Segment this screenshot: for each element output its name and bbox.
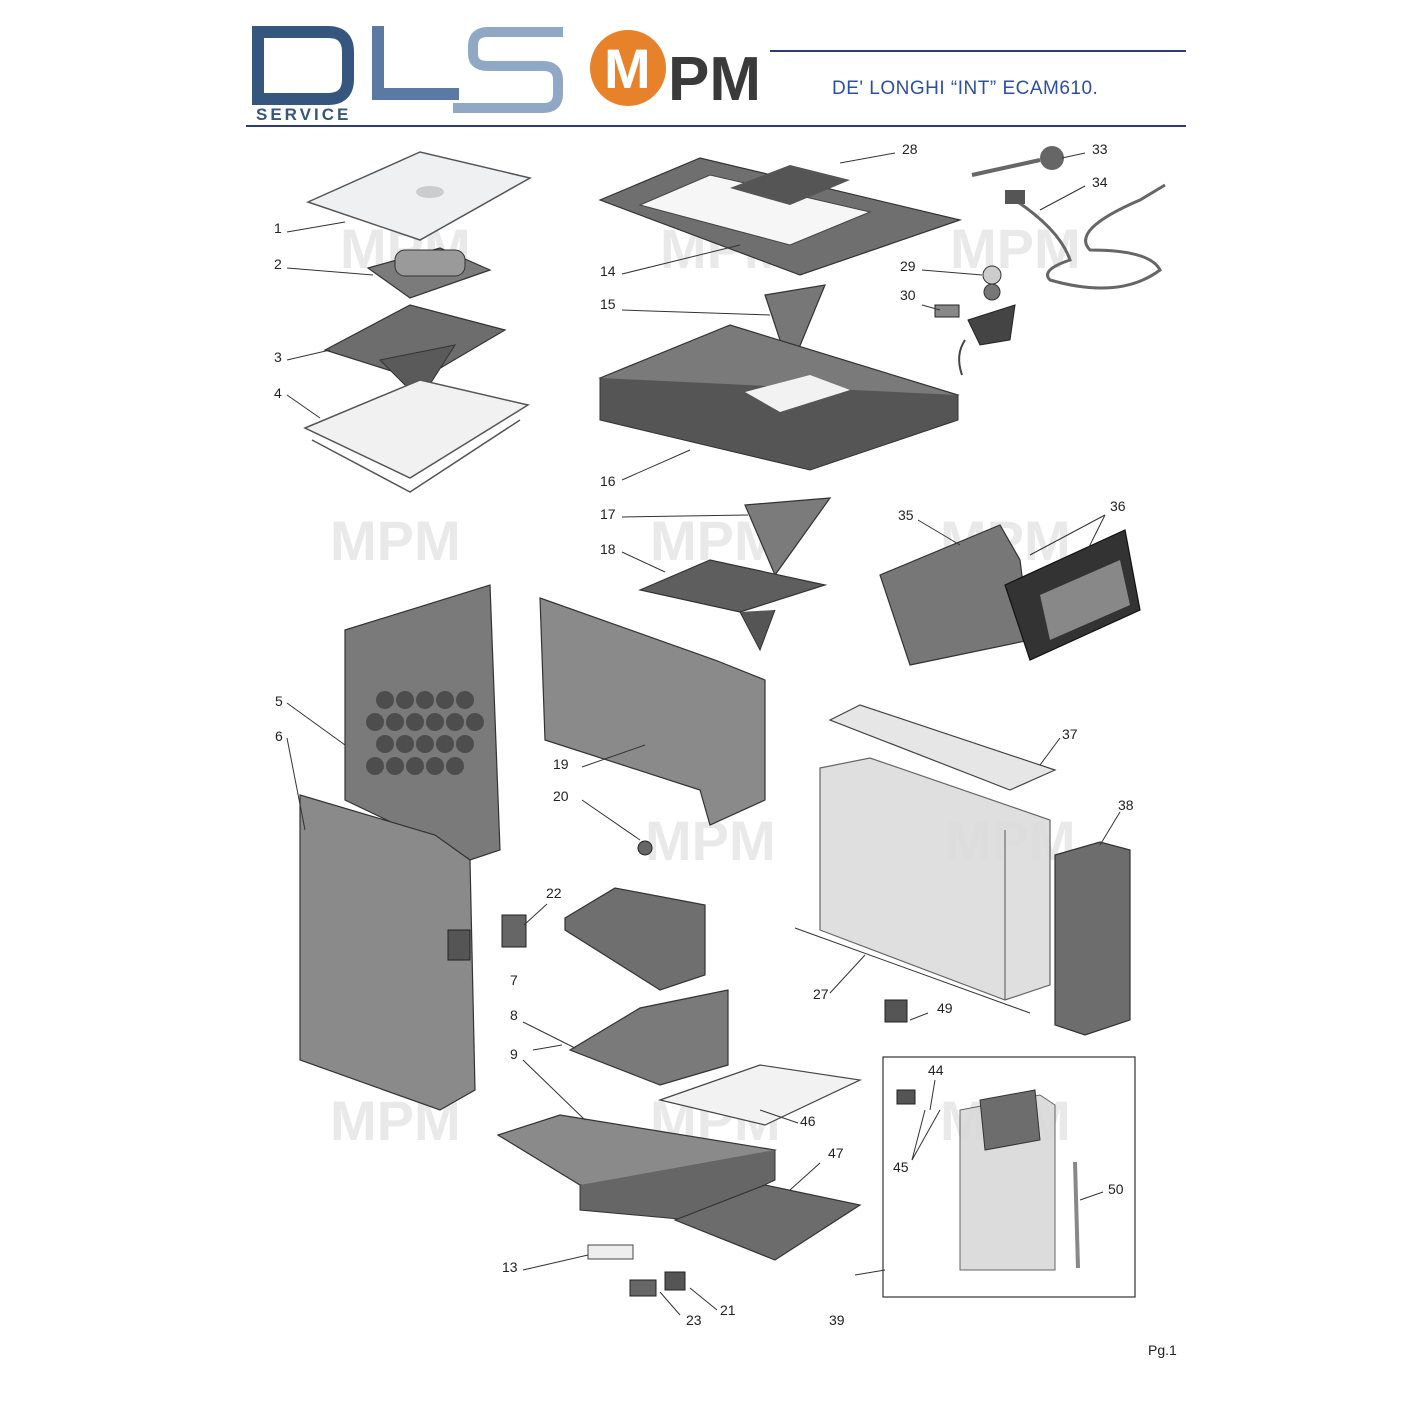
part-label-28: 28 (902, 141, 918, 157)
part-28-top-cover (598, 157, 963, 276)
header-rule-bottom (246, 125, 1186, 127)
tank-bracket-line (794, 927, 1031, 1014)
part-15-funnel (764, 284, 826, 372)
part-label-13: 13 (502, 1259, 518, 1275)
part-label-29: 29 (900, 258, 916, 274)
part-7-dregs-drawer (564, 887, 706, 991)
part-16-base-frame (598, 324, 960, 471)
part-35-control-frame (879, 524, 1031, 666)
part-label-4: 4 (274, 385, 282, 401)
part-label-8: 8 (510, 1007, 518, 1023)
part-22-clip (501, 914, 527, 948)
part-label-36: 36 (1110, 498, 1126, 514)
part-label-37: 37 (1062, 726, 1078, 742)
part-13-float (587, 1244, 634, 1260)
part-46-cup-grid (657, 1064, 863, 1126)
part-label-14: 14 (600, 263, 616, 279)
page-number: Pg.1 (1148, 1342, 1177, 1358)
part-label-45: 45 (893, 1159, 909, 1175)
part-label-39: 39 (829, 1312, 845, 1328)
part-18-chute-plate (638, 559, 828, 652)
part-label-27: 27 (813, 986, 829, 1002)
part-34-power-cord (1005, 183, 1166, 290)
watermark: MPM (950, 217, 1081, 280)
part-label-21: 21 (720, 1302, 736, 1318)
part-label-16: 16 (600, 473, 616, 489)
part-38-tank-cover (1054, 841, 1131, 1036)
part-5-side-panel-inner (344, 584, 501, 861)
part-label-33: 33 (1092, 141, 1108, 157)
part-label-38: 38 (1118, 797, 1134, 813)
part-label-5: 5 (275, 693, 283, 709)
logo-mpm-rest: PM (668, 45, 761, 108)
part-label-20: 20 (553, 788, 569, 804)
part-label-18: 18 (600, 541, 616, 557)
part-33-measuring-scoop (971, 146, 1064, 177)
milk-jug-inset (882, 1056, 1136, 1298)
part-label-30: 30 (900, 287, 916, 303)
part-6-side-panel-outer (299, 794, 476, 1111)
part-label-17: 17 (600, 506, 616, 522)
part-49-valve (884, 999, 908, 1023)
part-29-knob (982, 265, 1002, 301)
part-label-35: 35 (898, 507, 914, 523)
part-label-50: 50 (1108, 1181, 1124, 1197)
part-4-hopper-base (303, 379, 530, 493)
part-label-2: 2 (274, 256, 282, 272)
part-label-6: 6 (275, 728, 283, 744)
part-17-chute (744, 497, 832, 577)
part-label-1: 1 (274, 220, 282, 236)
part-1-lid (305, 151, 533, 241)
part-label-3: 3 (274, 349, 282, 365)
logo-mpm-letter: M (604, 37, 651, 100)
part-23-clip (629, 1279, 657, 1297)
logo-service-text: SERVICE (256, 105, 351, 124)
mpm-logo: M PM (590, 30, 761, 108)
part-label-23: 23 (686, 1312, 702, 1328)
part-label-7: 7 (510, 972, 518, 988)
part-21-part (664, 1271, 686, 1291)
part-30-sensor (934, 304, 1016, 376)
part-label-47: 47 (828, 1145, 844, 1161)
part-37-tank-lid (828, 704, 1057, 791)
part-label-9: 9 (510, 1046, 518, 1062)
part-36-display (1004, 529, 1141, 661)
watermark: MPM (330, 509, 461, 572)
part-2-grinder-adjust (366, 247, 492, 299)
part-label-34: 34 (1092, 174, 1108, 190)
header-rule-top (770, 50, 1186, 52)
part-labels: 1 2 3 4 5 6 7 8 9 13 14 15 16 17 18 19 2… (274, 141, 1134, 1328)
leader-lines (286, 152, 1121, 1316)
part-label-15: 15 (600, 296, 616, 312)
part-label-46: 46 (800, 1113, 816, 1129)
part-label-19: 19 (553, 756, 569, 772)
page-title: DE' LONGHI “INT” ECAM610. (832, 78, 1099, 99)
part-20-screw (637, 840, 653, 856)
part-3-hopper (323, 304, 507, 401)
part-label-22: 22 (546, 885, 562, 901)
part-19-rear-panel (539, 597, 766, 826)
part-27-water-tank (819, 757, 1051, 1001)
part-label-49: 49 (937, 1000, 953, 1016)
part-8-dregs-support (568, 989, 729, 1086)
part-47-grid-tray (673, 1184, 862, 1261)
dls-service-logo: SERVICE (252, 26, 563, 124)
part-label-44: 44 (928, 1062, 944, 1078)
